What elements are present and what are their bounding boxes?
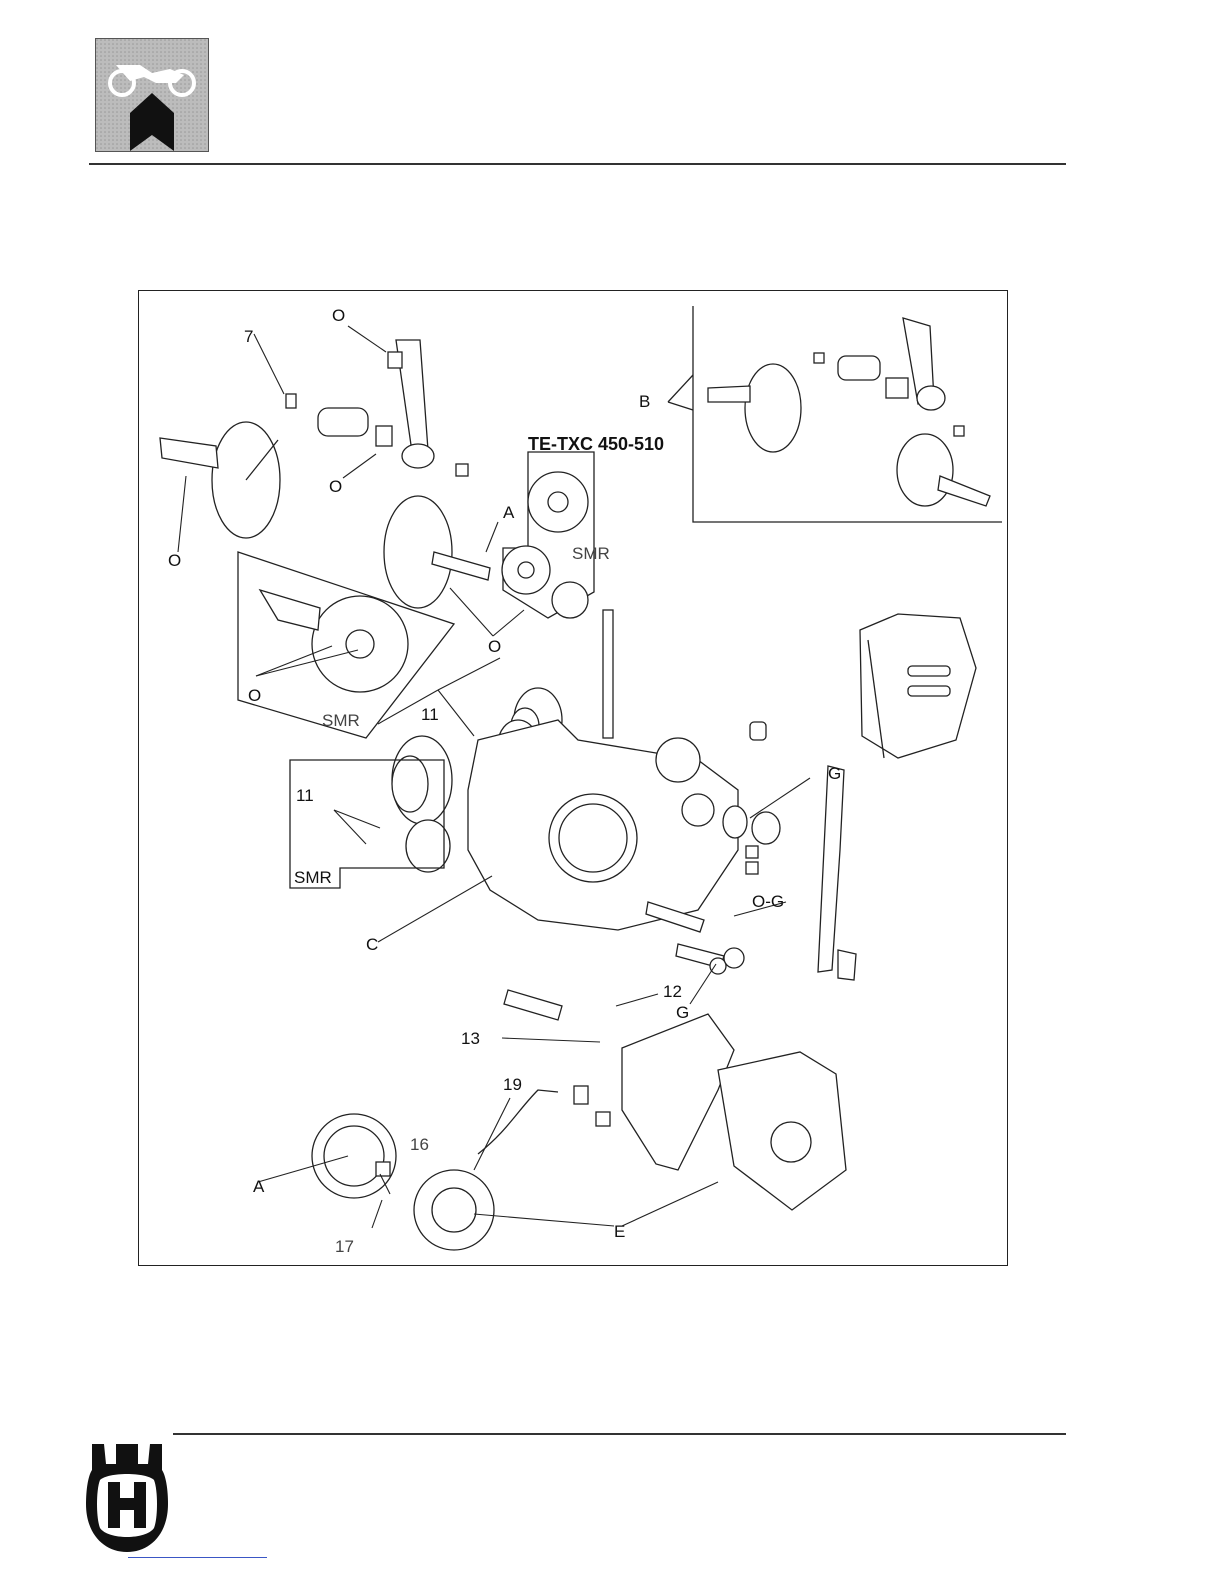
- husqvarna-logo-icon: [86, 1440, 168, 1556]
- label-19: 19: [503, 1076, 522, 1093]
- label-a-crank: A: [503, 504, 514, 521]
- label-17: 17: [335, 1238, 354, 1255]
- motorcycle-arrow-icon: [95, 38, 209, 152]
- header-divider: [89, 163, 1066, 165]
- label-a-rotor: A: [253, 1178, 264, 1195]
- label-c: C: [366, 936, 378, 953]
- label-o-top: O: [332, 307, 345, 324]
- label-o-g: O-G: [752, 893, 784, 910]
- variant-box-title: TE-TXC 450-510: [528, 434, 664, 455]
- label-g-upper: G: [828, 765, 841, 782]
- label-g-lower: G: [676, 1004, 689, 1021]
- label-7: 7: [244, 328, 253, 345]
- label-e: E: [614, 1223, 625, 1240]
- label-o-gear: O: [488, 638, 501, 655]
- label-o-inset: O: [248, 687, 261, 704]
- label-13: 13: [461, 1030, 480, 1047]
- label-11-lower: 11: [296, 787, 314, 804]
- footer-link[interactable]: [128, 1557, 267, 1558]
- label-o-left: O: [168, 552, 181, 569]
- label-smr-inset: SMR: [322, 712, 360, 729]
- label-smr-gear: SMR: [572, 545, 610, 562]
- label-11-upper: 11: [421, 706, 439, 723]
- label-smr-box: SMR: [294, 869, 332, 886]
- label-12: 12: [663, 983, 682, 1000]
- label-o-mid: O: [329, 478, 342, 495]
- label-16: 16: [410, 1136, 429, 1153]
- footer-divider: [173, 1433, 1066, 1435]
- label-b: B: [639, 393, 650, 410]
